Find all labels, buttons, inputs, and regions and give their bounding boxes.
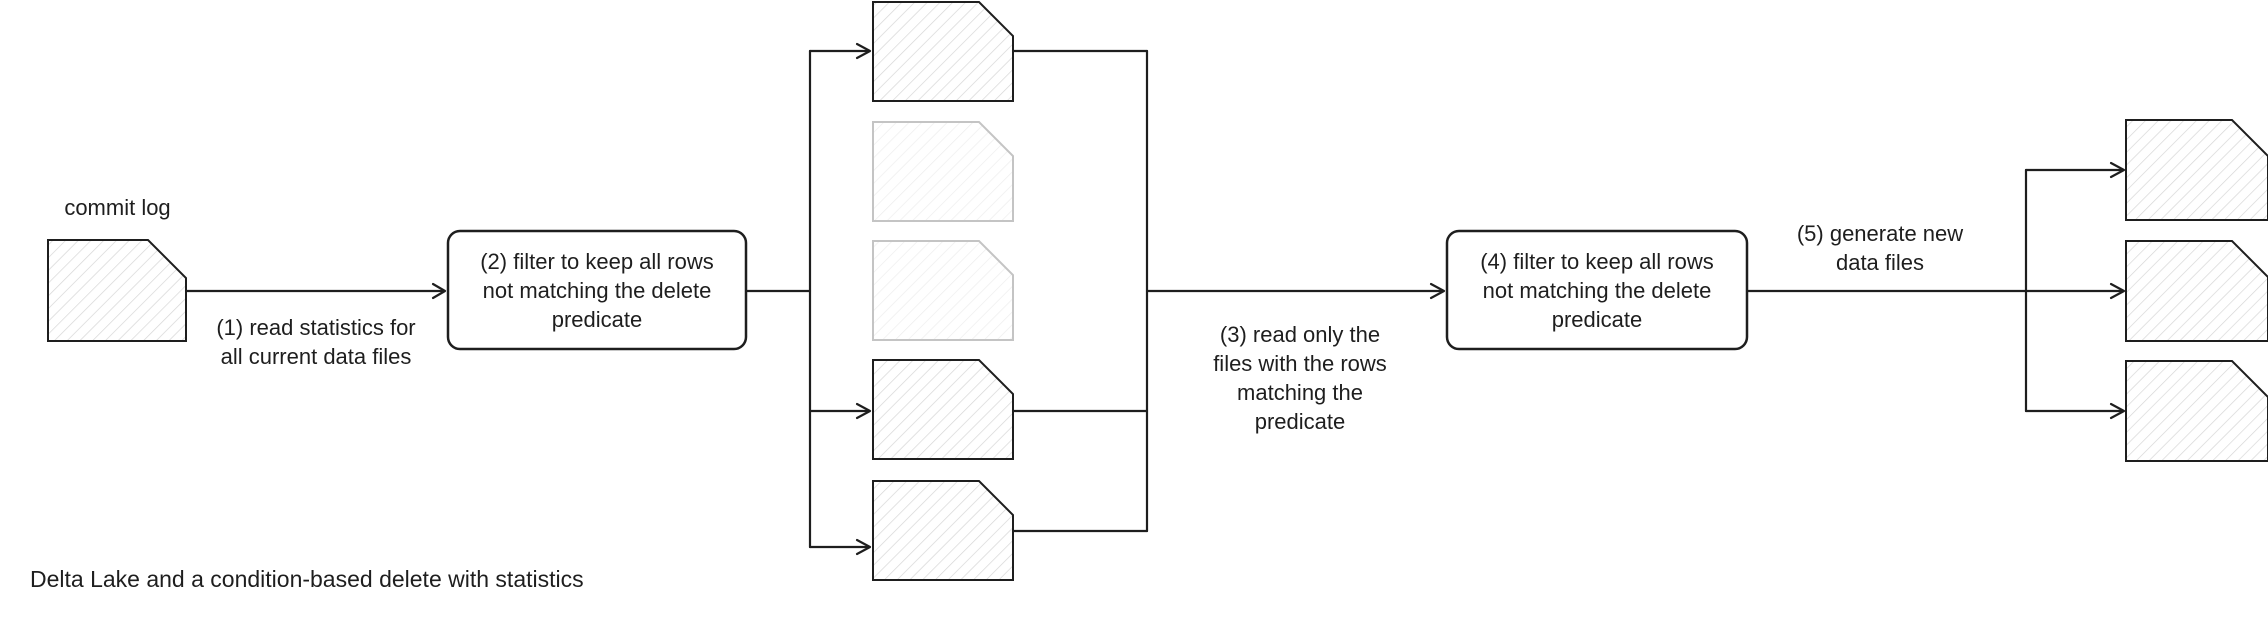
step-1-line-1: (1) read statistics for [216,315,416,340]
data-file-3-skipped-icon [872,240,1014,341]
step-1-label: (1) read statistics for all current data… [196,313,436,371]
arrowhead-filter-2 [431,282,447,300]
arrowhead-file-5 [855,538,872,556]
arrowhead-new-file-1 [2109,161,2126,179]
step-5-label: (5) generate new data files [1770,219,1990,277]
arrowhead-file-4 [855,402,872,420]
commit-log-label: commit log [64,195,171,220]
step-4-line-2: not matching the delete [1482,277,1712,303]
data-file-1-icon [872,1,1014,102]
step-5-line-2: data files [1835,250,1925,275]
step-3-line-1: (3) read only the [1219,322,1381,347]
step-1-line-2: all current data files [220,344,412,369]
new-data-file-3-icon [2125,360,2268,462]
step-4-label: (4) filter to keep all rows not matching… [1447,231,1747,349]
step-4-line-1: (4) filter to keep all rows [1480,248,1714,274]
step-4-line-3: predicate [1551,306,1643,332]
step-2-line-2: not matching the delete [482,277,712,303]
data-file-4-icon [872,359,1014,460]
new-data-file-2-icon [2125,240,2268,342]
data-file-2-skipped-icon [872,121,1014,222]
diagram-caption: Delta Lake and a condition-based delete … [30,566,584,592]
step-3-line-2: files with the rows [1213,351,1387,376]
step-2-label: (2) filter to keep all rows not matching… [448,231,746,349]
new-data-file-1-icon [2125,119,2268,221]
step-3-label: (3) read only the files with the rows ma… [1185,320,1415,436]
arrowhead-new-file-3 [2109,402,2126,420]
step-2-line-1: (2) filter to keep all rows [480,248,714,274]
data-file-5-icon [872,480,1014,581]
commit-log-file-icon [47,239,187,342]
step-3-line-4: predicate [1254,409,1346,434]
arrowhead-file-1 [855,42,872,60]
arrowhead-filter-4 [1429,282,1446,300]
step-3-line-3: matching the [1237,380,1363,405]
arrowhead-new-file-2 [2109,282,2126,300]
step-2-line-3: predicate [551,306,643,332]
step-5-line-1: (5) generate new [1796,221,1964,246]
